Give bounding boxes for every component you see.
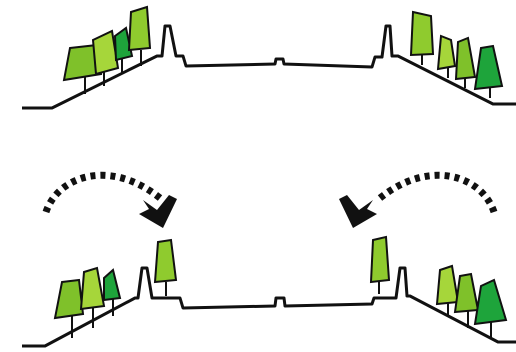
tree-group-left-bottom <box>55 268 120 338</box>
tree <box>129 7 150 50</box>
tree <box>155 240 176 282</box>
relocation-arrow-right <box>339 175 494 228</box>
tree <box>371 237 389 282</box>
tree <box>81 268 104 309</box>
tree <box>438 36 455 69</box>
tree <box>411 12 433 55</box>
tree <box>475 280 506 324</box>
tree <box>455 274 478 312</box>
tree <box>437 266 458 304</box>
relocated-trees <box>155 237 389 296</box>
relocation-arrow-left <box>46 175 177 228</box>
panel-after <box>22 175 516 346</box>
tree <box>456 38 475 79</box>
arrow-head-right <box>339 195 377 228</box>
panel-before <box>22 7 516 108</box>
tree <box>55 280 83 318</box>
tree <box>475 46 502 89</box>
tree <box>104 270 120 300</box>
